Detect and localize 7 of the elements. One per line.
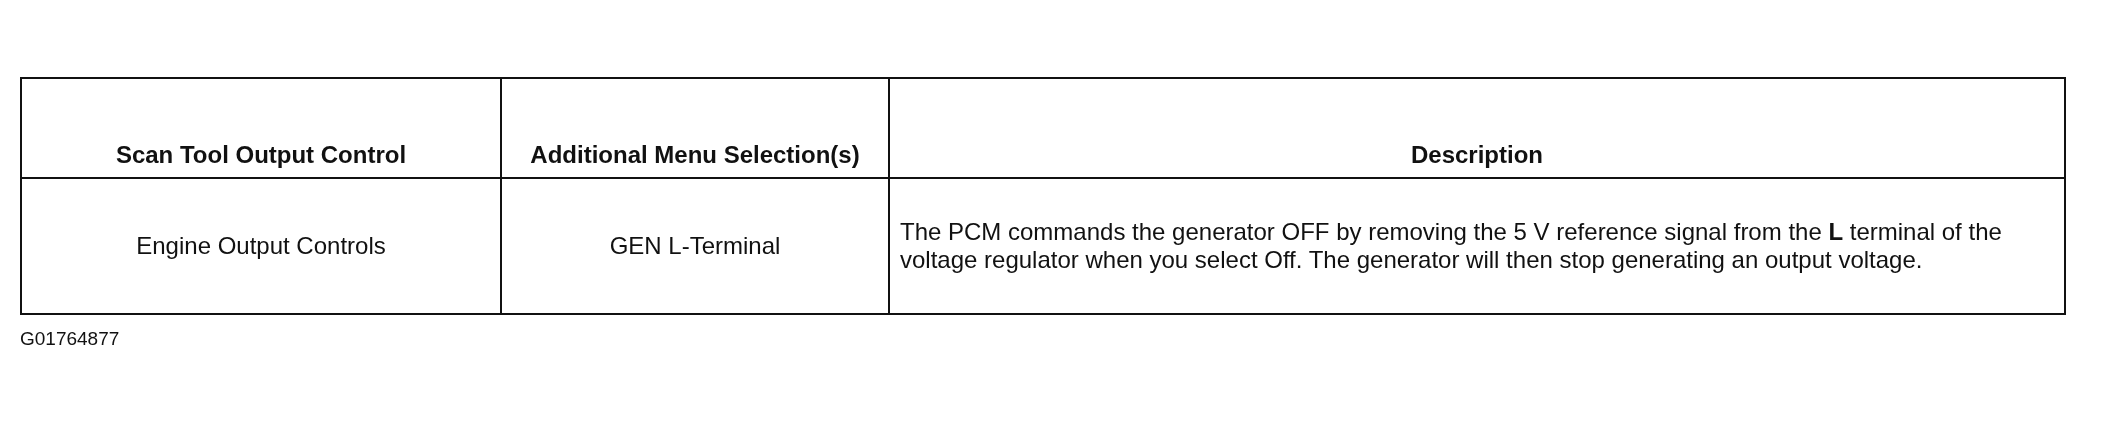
column-header: Scan Tool Output Control — [21, 78, 501, 178]
menu-selection-text: GEN L-Terminal — [501, 178, 889, 314]
description-text: The PCM commands the generator OFF by removing the 5 V reference signal from the L terminal of the voltage regulator when you select Off. The generator will then stop generating an output voltage. — [889, 178, 2065, 314]
output-control-text: Engine Output Controls — [21, 178, 501, 314]
column-header: Additional Menu Selection(s) — [501, 78, 889, 178]
figure-code: G01764877 — [20, 328, 120, 350]
column-header: Description — [889, 78, 2065, 178]
